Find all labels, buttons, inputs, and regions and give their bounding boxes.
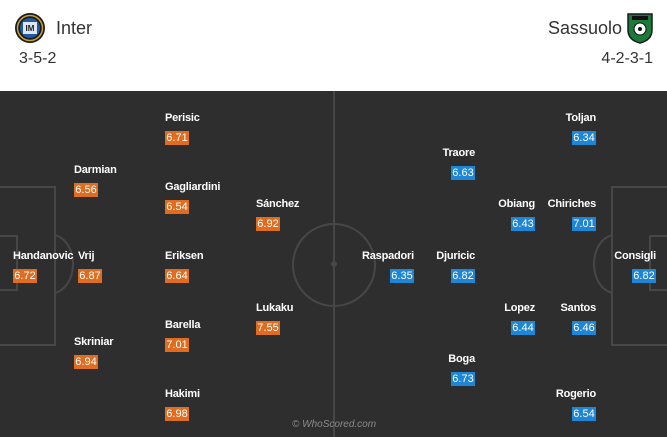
player-name: Perisic <box>165 112 200 124</box>
center-circle <box>292 223 376 307</box>
player-rating: 6.82 <box>451 269 475 283</box>
inter-logo-icon: IM <box>14 12 46 44</box>
player-rating: 6.71 <box>165 131 189 145</box>
player-name: Santos <box>560 302 597 314</box>
player-rating: 6.46 <box>572 321 596 335</box>
player-rating: 6.63 <box>451 166 475 180</box>
player-name: Handanovic <box>13 250 74 262</box>
player-name: Lopez <box>504 302 535 314</box>
home-formation: 3-5-2 <box>19 50 57 67</box>
left-goal-area <box>0 235 18 291</box>
player-rating: 7.55 <box>256 321 280 335</box>
player-name: Toljan <box>565 112 597 124</box>
sassuolo-logo-icon <box>626 12 658 44</box>
away-formation: 4-2-3-1 <box>601 50 653 67</box>
player-rating: 7.01 <box>165 338 189 352</box>
player-rating: 6.92 <box>256 217 280 231</box>
right-penalty-box <box>611 186 667 346</box>
left-penalty-box <box>0 186 56 346</box>
player-name: Chiriches <box>547 198 597 210</box>
player-name: Eriksen <box>165 250 204 262</box>
player-rating: 6.56 <box>74 183 98 197</box>
player-name: Hakimi <box>165 388 200 400</box>
home-team-name: Inter <box>56 18 93 38</box>
player-name: Lukaku <box>256 302 294 314</box>
player-name: Djuricic <box>436 250 475 262</box>
away-team-name: Sassuolo <box>547 18 622 38</box>
player-rating: 6.43 <box>511 217 535 231</box>
player-rating: 6.87 <box>78 269 102 283</box>
player-name: Vrij <box>78 250 95 262</box>
player-name: Boga <box>448 353 475 365</box>
player-rating: 6.35 <box>390 269 414 283</box>
player-rating: 7.01 <box>572 217 596 231</box>
player-name: Darmian <box>74 164 117 176</box>
player-rating: 6.44 <box>511 321 535 335</box>
player-rating: 6.73 <box>451 372 475 386</box>
player-name: Sánchez <box>256 198 300 210</box>
player-rating: 6.54 <box>572 407 596 421</box>
match-header: IM Inter 3-5-2 Sassuolo 4-2-3-1 <box>0 0 667 88</box>
player-name: Barella <box>165 319 201 331</box>
player-rating: 6.54 <box>165 200 189 214</box>
player-rating: 6.64 <box>165 269 189 283</box>
player-name: Skriniar <box>74 336 114 348</box>
player-name: Gagliardini <box>165 181 221 193</box>
center-spot <box>331 261 337 267</box>
player-rating: 6.34 <box>572 131 596 145</box>
player-name: Traore <box>442 147 476 159</box>
player-rating: 6.94 <box>74 355 98 369</box>
player-name: Obiang <box>498 198 535 210</box>
right-goal-area <box>649 235 667 291</box>
player-name: Raspadori <box>362 250 414 262</box>
player-name: Consigli <box>614 250 656 262</box>
player-name: Rogerio <box>555 388 596 400</box>
pitch: Handanovic 6.72 Vrij 6.87 Darmian 6.56 S… <box>0 91 667 437</box>
svg-text:IM: IM <box>26 24 35 33</box>
player-rating: 6.82 <box>632 269 656 283</box>
watermark: © WhoScored.com <box>292 419 377 430</box>
player-rating: 6.98 <box>165 407 189 421</box>
player-rating: 6.72 <box>13 269 37 283</box>
